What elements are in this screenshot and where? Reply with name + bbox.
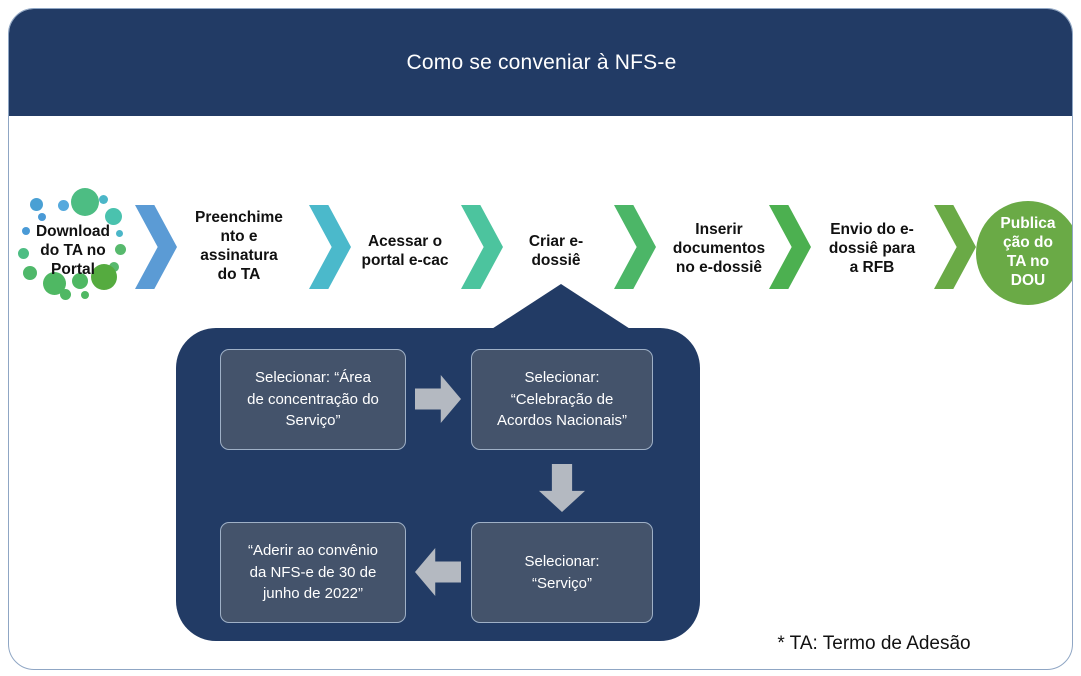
subprocess-box-celebracao-acordos: Selecionar: “Celebração de Acordos Nacio… bbox=[471, 349, 653, 450]
diagram-card: Como se conveniar à NFS-e Download do TA… bbox=[8, 8, 1073, 670]
decorative-dot bbox=[115, 244, 126, 255]
decorative-dot bbox=[91, 264, 117, 290]
decorative-dot bbox=[60, 289, 71, 300]
subprocess-box-servico: Selecionar: “Serviço” bbox=[471, 522, 653, 623]
process-step-download: Download do TA no Portal bbox=[35, 223, 111, 279]
decorative-dot bbox=[116, 230, 123, 237]
chevron-arrow-4 bbox=[614, 205, 656, 289]
subprocess-box-aderir-convenio: “Aderir ao convênio da NFS-e de 30 de ju… bbox=[220, 522, 406, 623]
process-step-publicacao-dou: Publica ção do TA no DOU bbox=[976, 201, 1072, 305]
decorative-dot bbox=[23, 266, 37, 280]
decorative-dot bbox=[105, 208, 122, 225]
decorative-dot bbox=[22, 227, 30, 235]
chevron-arrow-3 bbox=[461, 205, 503, 289]
process-step-preenchimento: Preenchime nto e assinatura do TA bbox=[195, 209, 283, 284]
final-circle-label: Publica ção do TA no DOU bbox=[1000, 215, 1056, 289]
decorative-dot bbox=[72, 273, 88, 289]
page-title: Como se conveniar à NFS-e bbox=[406, 51, 677, 74]
decorative-dot bbox=[18, 248, 29, 259]
decorative-dot bbox=[38, 213, 46, 221]
footnote-ta: * TA: Termo de Adesão bbox=[777, 633, 971, 654]
subprocess-box-area-concentracao: Selecionar: “Área de concentração do Ser… bbox=[220, 349, 406, 450]
process-step-envio-rfb: Envio do e- dossiê para a RFB bbox=[828, 221, 916, 277]
decorative-dot bbox=[109, 262, 119, 272]
chevron-arrow-2 bbox=[309, 205, 351, 289]
process-flow: Download do TA no Portal Preenchime nto … bbox=[9, 184, 1072, 309]
decorative-dot bbox=[43, 272, 66, 295]
chevron-arrow-6 bbox=[934, 205, 976, 289]
header-banner: Como se conveniar à NFS-e bbox=[9, 9, 1072, 116]
decorative-dot-cluster bbox=[9, 184, 134, 309]
decorative-dot bbox=[99, 195, 108, 204]
chevron-arrow-1 bbox=[135, 205, 177, 289]
decorative-dot bbox=[30, 198, 43, 211]
decorative-dot bbox=[71, 188, 99, 216]
decorative-dot bbox=[58, 200, 69, 211]
process-step-acessar-ecac: Acessar o portal e-cac bbox=[361, 233, 449, 270]
process-step-inserir-documentos: Inserir documentos no e-dossiê bbox=[672, 221, 766, 277]
decorative-dot bbox=[81, 291, 89, 299]
process-step-criar-edossie: Criar e- dossiê bbox=[528, 233, 584, 270]
